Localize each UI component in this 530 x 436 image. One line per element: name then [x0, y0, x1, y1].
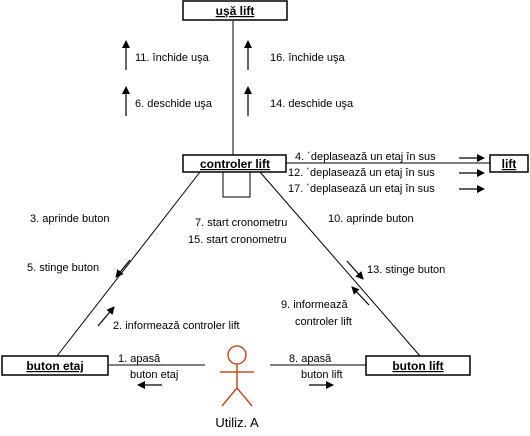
- object-lift[interactable]: lift: [489, 154, 529, 173]
- object-door[interactable]: uşă lift: [182, 0, 288, 21]
- object-lift-label: lift: [502, 157, 517, 171]
- msg-8-line1: 8. apasă: [289, 353, 332, 365]
- object-door-label: uşă lift: [216, 4, 255, 18]
- msg-16: 16. închide uşa: [270, 52, 345, 64]
- actor-name: Utiliz. A: [215, 415, 259, 430]
- object-floor-button[interactable]: buton etaj: [1, 355, 109, 376]
- object-controller-label: controler lift: [200, 157, 270, 171]
- actor-user[interactable]: Utiliz. A: [215, 345, 259, 430]
- object-lift-button-label: buton lift: [392, 359, 443, 373]
- message-arrows: [97, 40, 485, 389]
- msg-17: 17. ´deplasează un etaj în sus: [288, 183, 435, 195]
- msg-1-line1: 1. apasă: [118, 353, 161, 365]
- link-controller-floor-button: [56, 171, 201, 357]
- msg-10: 10. aprinde buton: [328, 213, 414, 225]
- msg-11: 11. închide uşa: [135, 52, 210, 64]
- msg-9-line2: controler lift: [295, 316, 352, 328]
- object-floor-button-label: buton etaj: [26, 359, 83, 373]
- msg-4: 4. ´deplasează un etaj în sus: [295, 151, 436, 163]
- links: [56, 21, 490, 366]
- user-icon: [220, 345, 254, 407]
- object-lift-button[interactable]: buton lift: [365, 355, 471, 376]
- msg-5: 5. stinge buton: [27, 262, 99, 274]
- msg-12: 12. ´deplasează un etaj în sus: [288, 167, 435, 179]
- msg-2: 2. informează controler lift: [113, 320, 240, 332]
- link-controller-lift-button: [259, 171, 421, 357]
- message-labels: 11. închide uşa 16. închide uşa 6. desch…: [27, 52, 445, 381]
- msg-7: 7. start cronometru: [195, 217, 287, 229]
- arrow-down-5: [115, 259, 131, 278]
- arrow-up-2: [97, 306, 115, 327]
- msg-3: 3. aprinde buton: [30, 213, 110, 225]
- msg-6: 6. deschide uşa: [135, 98, 213, 110]
- arrow-up-9: [351, 286, 370, 306]
- msg-15: 15. start cronometru: [188, 234, 286, 246]
- object-controller[interactable]: controler lift: [182, 154, 287, 173]
- link-controller-self: [222, 172, 251, 198]
- msg-9-line1: 9. informează: [281, 299, 349, 311]
- msg-14: 14. deschide uşa: [270, 98, 354, 110]
- arrow-down-13: [346, 260, 364, 280]
- msg-13: 13. stinge buton: [367, 264, 445, 276]
- msg-1-line2: buton etaj: [130, 369, 178, 381]
- msg-8-line2: buton lift: [301, 369, 343, 381]
